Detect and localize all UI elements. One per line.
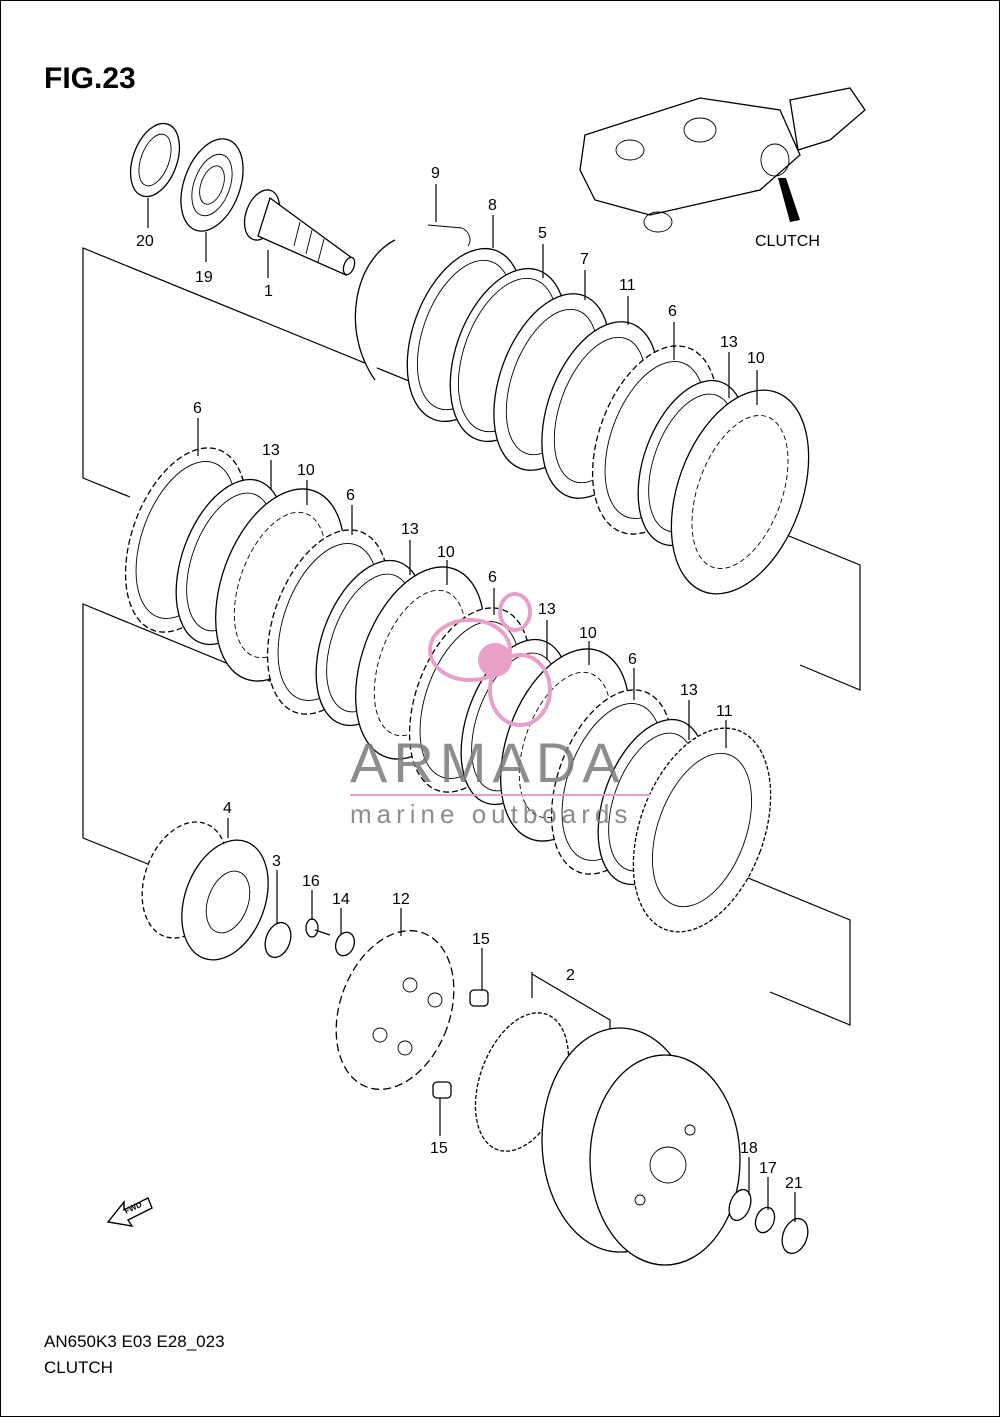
- callout-6-d: 6: [488, 569, 497, 586]
- spacer-part: [754, 1206, 776, 1234]
- callout-20: 20: [136, 233, 154, 250]
- needle-bearing-part: [781, 1217, 809, 1255]
- callout-6-b: 6: [193, 400, 202, 417]
- callout-5: 5: [538, 225, 547, 242]
- oil-seal-part: [129, 122, 181, 198]
- callout-9: 9: [431, 165, 440, 182]
- callout-11-lower: 11: [716, 703, 733, 720]
- callout-2: 2: [566, 967, 575, 984]
- watermark-logo-icon: [428, 592, 552, 727]
- callout-15-upper: 15: [472, 931, 490, 948]
- callout-13-d: 13: [538, 601, 556, 618]
- callout-3: 3: [272, 853, 281, 870]
- callout-13-c: 13: [401, 521, 419, 538]
- roller-upper-part: [469, 989, 489, 1007]
- watermark-title: ARMADA: [350, 731, 626, 794]
- roller-lower-part: [432, 1081, 452, 1099]
- callout-10-d: 10: [579, 625, 597, 642]
- callout-13-e: 13: [680, 682, 698, 699]
- figure-title: FIG.23: [44, 62, 136, 95]
- bearing-part: [180, 138, 244, 232]
- bolt-part: [305, 918, 331, 938]
- callout-7: 7: [580, 251, 589, 268]
- callout-15-lower: 15: [430, 1140, 448, 1157]
- callout-numbers: 20 19 1 9 8 5 7 11 6 13 10 6 13 10 6 13 …: [136, 165, 820, 1192]
- pressure-plate-part: [335, 930, 455, 1090]
- snap-ring-part: [354, 224, 471, 381]
- callout-6-c: 6: [346, 487, 355, 504]
- callout-21: 21: [785, 1175, 803, 1192]
- callout-10-b: 10: [297, 462, 315, 479]
- callout-17: 17: [759, 1160, 777, 1177]
- callout-4: 4: [223, 800, 232, 817]
- callout-13-a: 13: [720, 334, 738, 351]
- callout-11-upper: 11: [619, 277, 636, 294]
- callout-18: 18: [740, 1140, 758, 1157]
- primary-shaft-part: [243, 189, 356, 276]
- footer-code: AN650K3 E03 E28_023: [44, 1332, 225, 1351]
- engine-inset-illustration: [579, 87, 866, 233]
- callout-14: 14: [332, 891, 350, 908]
- callout-6-e: 6: [628, 651, 637, 668]
- upper-plate-stack: [541, 321, 810, 595]
- callout-8: 8: [488, 197, 497, 214]
- fwd-arrow-icon: FWD: [106, 1197, 153, 1227]
- callout-16: 16: [302, 873, 320, 890]
- callout-10-c: 10: [437, 544, 455, 561]
- callout-1: 1: [264, 283, 273, 300]
- footer-name: CLUTCH: [44, 1358, 113, 1377]
- thrust-washer-part: [728, 1188, 752, 1222]
- callout-19: 19: [195, 269, 213, 286]
- clutch-sleeve-hub-part: [141, 821, 269, 961]
- clutch-assembly-label: CLUTCH: [755, 233, 820, 250]
- spring-part: [334, 931, 356, 957]
- clutch-housing-part: [541, 1027, 741, 1266]
- callout-6-a: 6: [668, 303, 677, 320]
- callout-10-a: 10: [747, 350, 765, 367]
- callout-12: 12: [392, 891, 410, 908]
- watermark-subtitle: marine outboards: [350, 799, 632, 829]
- watermark: ARMADA marine outboards: [350, 592, 650, 829]
- callout-13-b: 13: [262, 442, 280, 459]
- washer-part: [264, 921, 292, 959]
- leader-lines: [147, 184, 796, 1222]
